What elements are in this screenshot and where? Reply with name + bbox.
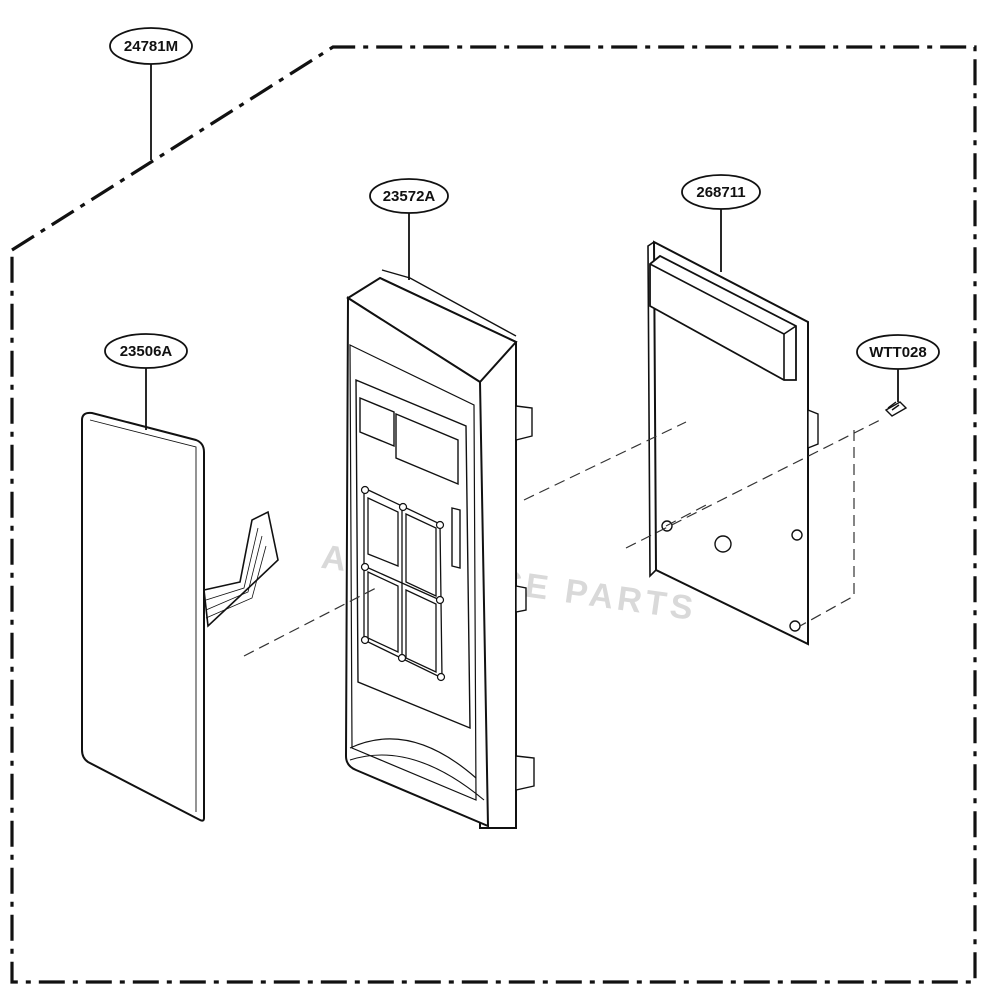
pcb-holes xyxy=(661,520,803,632)
callout-label-assembly: 24781M xyxy=(124,38,178,55)
callout-label-touch-panel: 23506A xyxy=(120,343,173,360)
alignment-lines xyxy=(243,417,885,657)
control-housing-part xyxy=(344,269,535,829)
ribbon-cable xyxy=(203,510,279,628)
keypad-rivets xyxy=(360,485,446,682)
screw-part xyxy=(884,401,908,417)
callout-touch-panel: 23506A xyxy=(104,333,188,369)
pcb-part xyxy=(647,240,819,646)
callout-control-housing: 23572A xyxy=(369,178,449,214)
callout-assembly: 24781M xyxy=(109,27,193,65)
housing-clips xyxy=(515,405,535,791)
leader-lines xyxy=(145,64,899,430)
touch-panel-part xyxy=(81,411,279,822)
callout-label-control-housing: 23572A xyxy=(383,188,436,205)
callout-screw: WTT028 xyxy=(856,334,940,370)
callout-pcb: 268711 xyxy=(681,174,761,210)
callout-label-screw: WTT028 xyxy=(869,344,927,361)
assembly-boundary xyxy=(10,45,977,984)
callout-label-pcb: 268711 xyxy=(696,184,745,201)
